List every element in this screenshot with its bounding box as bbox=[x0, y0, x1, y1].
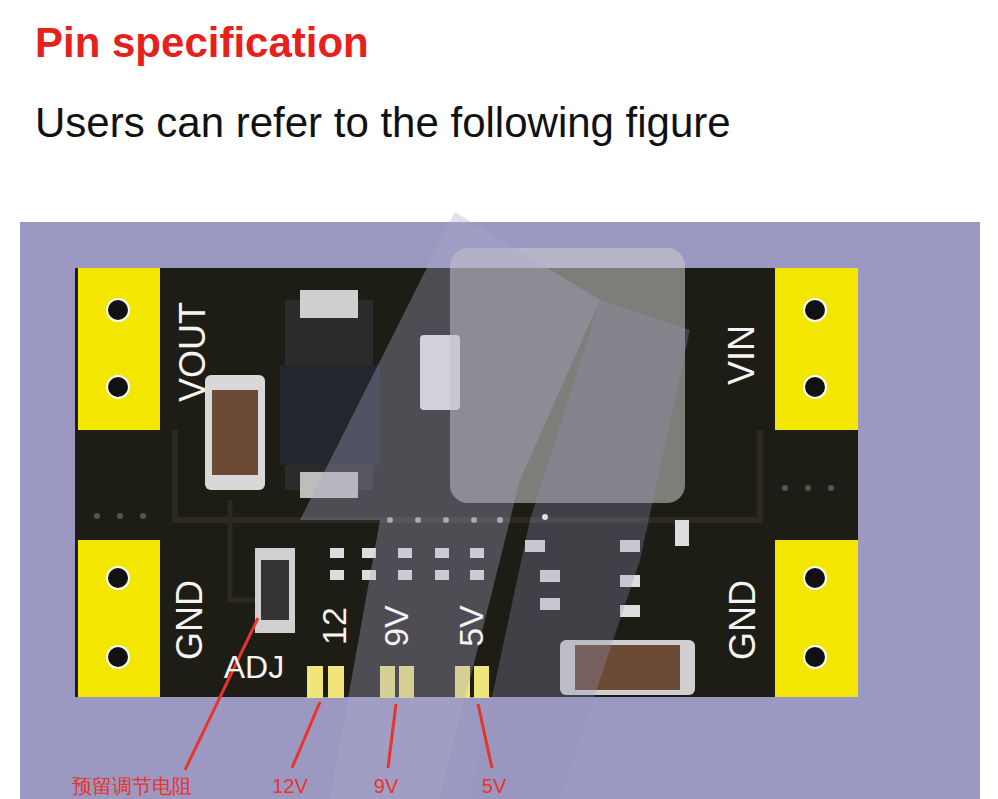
pin-label: ADJ bbox=[224, 650, 284, 685]
pin-label: VOUT bbox=[173, 302, 213, 402]
callout-label: 5V bbox=[482, 775, 506, 797]
voltage-label: 5V bbox=[453, 605, 490, 647]
callout-label: 预留调节电阻 bbox=[72, 775, 192, 797]
page-title: Pin specification bbox=[35, 20, 369, 66]
pin-label: VIN bbox=[722, 325, 762, 385]
callout-label: 9V bbox=[374, 775, 398, 797]
watermark bbox=[300, 212, 690, 799]
pin-label: GND bbox=[723, 580, 763, 660]
voltage-label: 12 bbox=[316, 607, 353, 645]
pin-label: GND bbox=[170, 580, 210, 660]
subtitle: Users can refer to the following figure bbox=[35, 100, 731, 146]
callout-label: 12V bbox=[272, 775, 308, 797]
voltage-label: 9V bbox=[378, 605, 415, 647]
